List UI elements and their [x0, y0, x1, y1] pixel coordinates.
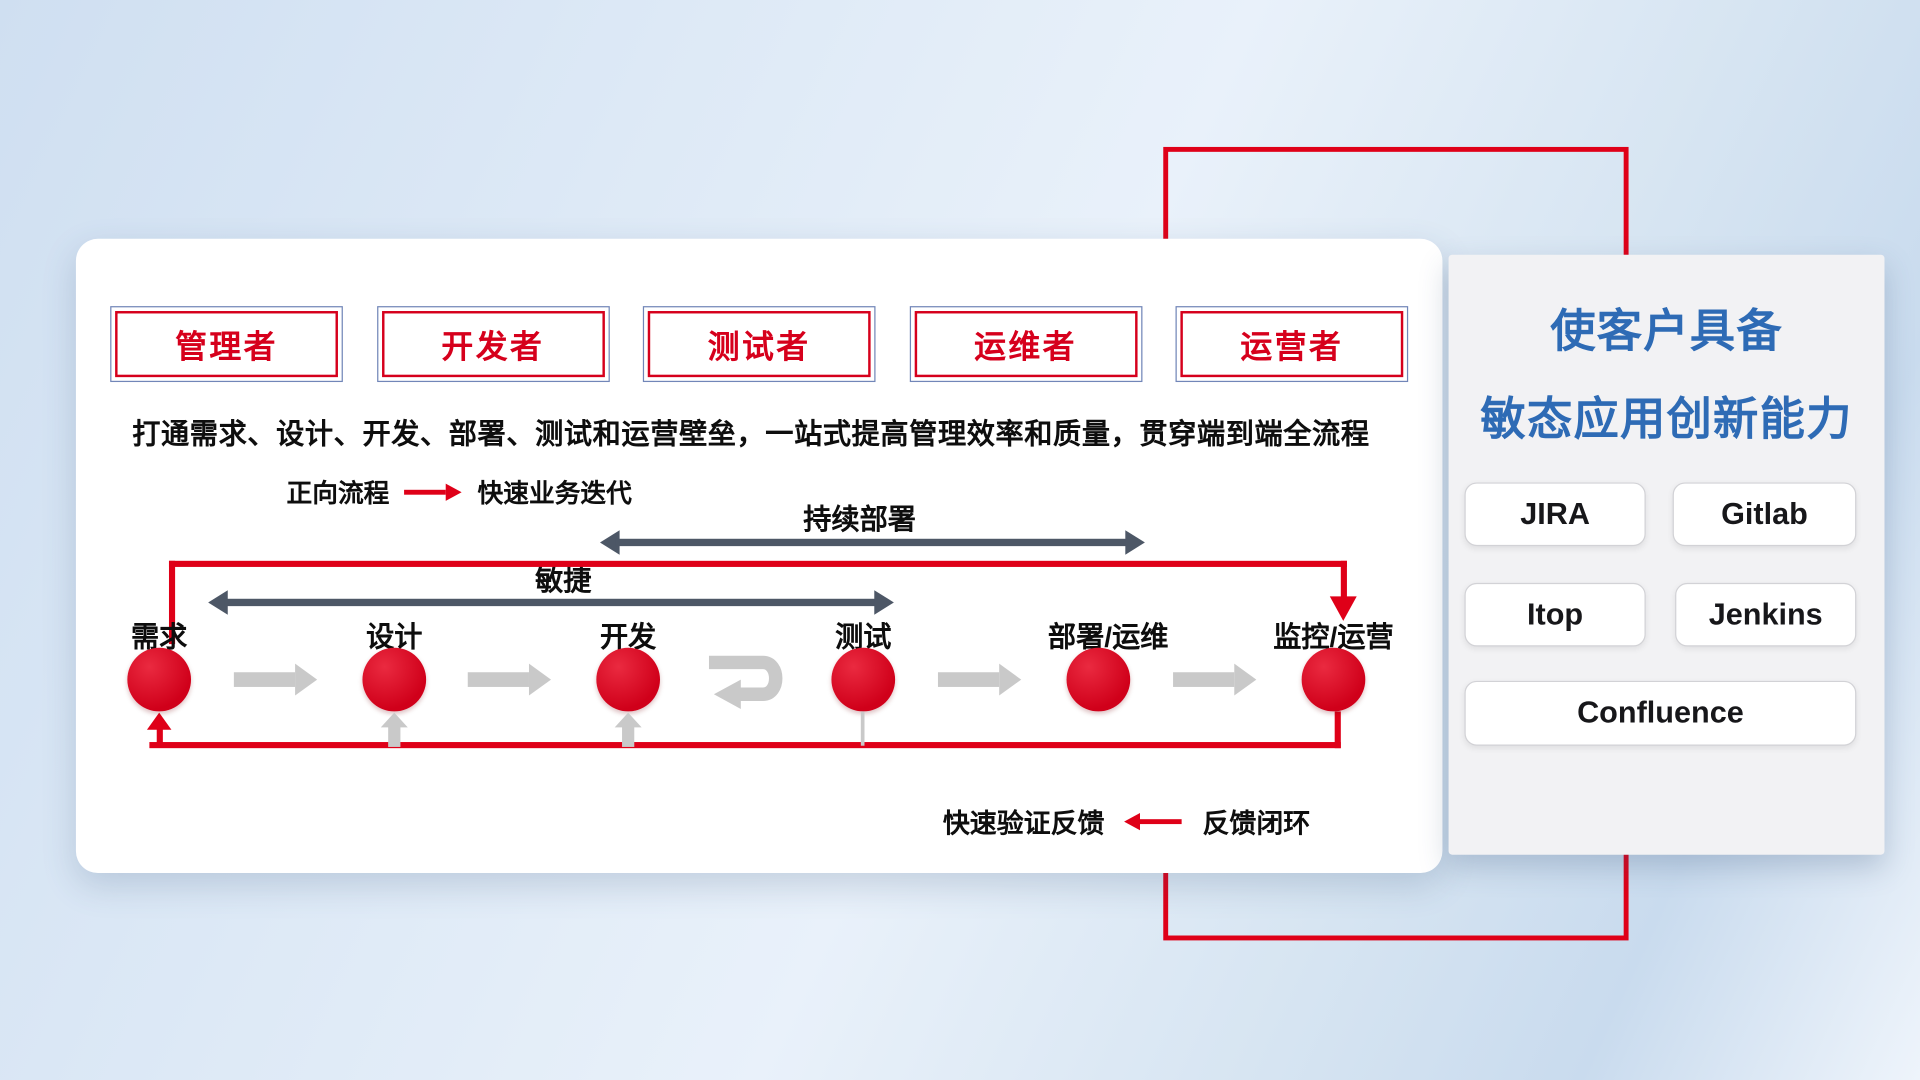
node-circle-testing — [831, 647, 896, 712]
node-label-testing: 测试 — [835, 620, 892, 653]
node-label-deploy-ops: 部署/运维 — [1047, 620, 1169, 653]
continuous-deployment-arrow-icon — [600, 530, 1145, 555]
role-box-manager: 管理者 — [110, 306, 343, 383]
roles-row: 管理者 开发者 测试者 运维者 运营者 — [110, 306, 1409, 383]
feedback-arrowhead-icon — [146, 712, 172, 730]
tool-chip-jenkins: Jenkins — [1675, 582, 1857, 647]
tool-chip-jira: JIRA — [1464, 482, 1646, 547]
tools-panel-title-line1: 使客户具备 — [1550, 306, 1783, 357]
iteration-loop-icon — [708, 655, 783, 709]
role-box-ops: 运维者 — [909, 306, 1142, 383]
tool-chip-confluence: Confluence — [1464, 680, 1857, 746]
node-circle-monitor-operations — [1301, 647, 1366, 712]
feedback-rail-left-vertical — [156, 728, 163, 745]
agile-label: 敏捷 — [535, 564, 592, 597]
tools-panel: 使客户具备 敏态应用创新能力 JIRA Gitlab Itop Jenkins … — [1448, 254, 1885, 855]
node-label-design: 设计 — [366, 620, 423, 653]
node-label-monitor-operations: 监控/运营 — [1273, 620, 1394, 653]
role-box-developer: 开发者 — [376, 306, 610, 383]
role-label: 运维者 — [914, 311, 1137, 378]
forward-arrowhead-icon — [1329, 596, 1357, 621]
up-arrow-icon — [380, 712, 408, 747]
flow-arrow-icon — [1173, 663, 1259, 696]
flow-arrow-icon — [233, 663, 320, 696]
up-arrow-icon — [614, 712, 642, 747]
feedback-legend: 快速验证反馈 反馈闭环 — [943, 802, 1310, 841]
node-circle-deploy-ops — [1066, 647, 1131, 712]
tool-chip-itop: Itop — [1464, 582, 1646, 647]
testing-feedback-connector — [860, 711, 865, 746]
node-label-development: 开发 — [600, 620, 657, 653]
tools-panel-title-line2: 敏态应用创新能力 — [1480, 394, 1853, 445]
agile-arrow-icon — [208, 590, 894, 615]
role-label: 测试者 — [647, 311, 871, 378]
feedback-rail-right-vertical — [1334, 711, 1341, 749]
feedback-legend-text: 反馈闭环 — [1202, 808, 1311, 839]
forward-legend-text: 快速业务迭代 — [477, 480, 632, 509]
feedback-rail-line — [149, 742, 1341, 749]
description-text: 打通需求、设计、开发、部署、测试和运营壁垒，一站式提高管理效率和质量，贯穿端到端… — [132, 417, 1370, 450]
tool-chip-gitlab: Gitlab — [1672, 482, 1857, 547]
role-box-tester: 测试者 — [642, 306, 876, 383]
role-box-operator: 运营者 — [1175, 306, 1409, 383]
node-label-requirements: 需求 — [131, 620, 188, 653]
role-label: 开发者 — [381, 311, 605, 378]
node-circle-requirements — [127, 647, 192, 712]
main-panel: 管理者 开发者 测试者 运维者 运营者 打通需求、设计、开发、部署、测试和运营壁… — [75, 238, 1443, 874]
forward-arrow-icon — [404, 483, 463, 501]
forward-rail-line — [168, 560, 1347, 567]
feedback-arrow-icon — [1124, 813, 1183, 831]
node-circle-development — [596, 647, 660, 712]
role-label: 管理者 — [115, 311, 338, 378]
forward-legend-label: 正向流程 — [286, 480, 390, 509]
continuous-deployment-label: 持续部署 — [803, 503, 916, 536]
forward-legend: 正向流程 快速业务迭代 — [287, 474, 632, 511]
feedback-legend-label: 快速验证反馈 — [942, 808, 1105, 839]
role-label: 运营者 — [1180, 311, 1404, 378]
flow-arrow-icon — [467, 663, 554, 696]
node-circle-design — [362, 647, 427, 712]
forward-rail-right-vertical — [1340, 560, 1347, 598]
flow-arrow-icon — [937, 663, 1024, 696]
forward-rail-left-vertical — [168, 560, 176, 645]
